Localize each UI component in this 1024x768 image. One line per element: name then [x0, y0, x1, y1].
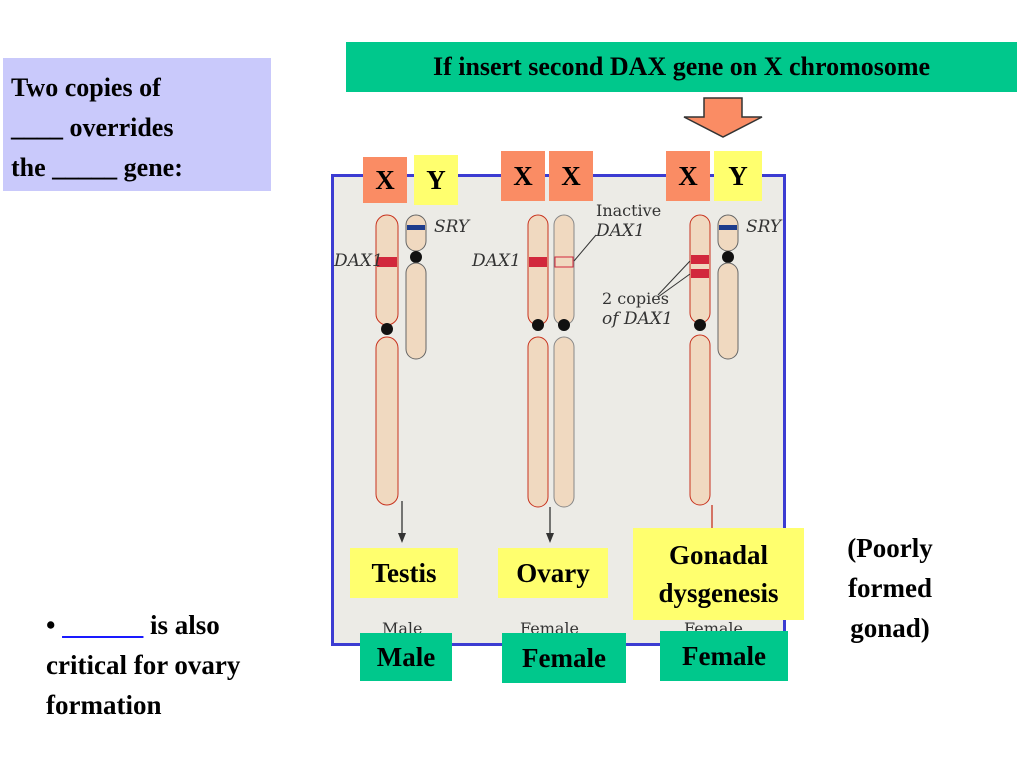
sry-label-2: SRY	[746, 217, 782, 237]
bullet-line-1: • ______ is also	[46, 605, 306, 645]
chromosome-x-male	[375, 214, 399, 506]
chromosome-label-y-2: Y	[714, 151, 762, 201]
bullet-mark: •	[46, 610, 56, 640]
female-box-2: Female	[660, 631, 788, 681]
chromosome-x-female-1	[527, 214, 549, 508]
gonadal-dysgenesis-box: Gonadal dysgenesis	[633, 528, 804, 620]
chromosome-y-male	[405, 214, 427, 360]
dysgenesis-line-1: Gonadal	[668, 540, 769, 570]
bullet-line-3: formation	[46, 690, 162, 720]
chromosome-label-x-2: X	[501, 151, 545, 201]
copies-label-2: of DAX1	[602, 309, 673, 329]
sry-label-1: SRY	[434, 217, 470, 237]
down-arrow-icon	[683, 97, 763, 138]
arrow-head-2	[546, 533, 554, 543]
note-line-2: formed	[848, 573, 932, 603]
ovary-box: Ovary	[498, 548, 608, 598]
inactive-pointer	[573, 234, 597, 262]
chromosome-label-x-1: X	[363, 157, 407, 203]
copies-pointer-2	[657, 273, 691, 298]
question-line-2: ____ overrides	[11, 113, 174, 142]
question-line-1: Two copies of	[11, 73, 161, 102]
note-line-1: (Poorly	[847, 533, 933, 563]
female-box-1: Female	[502, 633, 626, 683]
chromosome-label-x-3: X	[549, 151, 593, 201]
question-box: Two copies of ____ overrides the _____ g…	[3, 58, 271, 191]
bullet-line-2: critical for ovary	[46, 650, 241, 680]
bullet-blank: ______	[62, 610, 144, 640]
question-line-3: the _____ gene:	[11, 153, 183, 182]
testis-box: Testis	[350, 548, 458, 598]
male-box: Male	[360, 633, 452, 681]
chromosome-label-x-4: X	[666, 151, 710, 201]
dax1-label-mid: DAX1	[472, 251, 521, 271]
inactive-label-2: DAX1	[596, 221, 645, 241]
bullet-rest: is also	[143, 610, 220, 640]
chromosome-figure	[375, 214, 739, 543]
chromosome-label-y-1: Y	[414, 155, 458, 205]
poorly-formed-note: (Poorly formed gonad)	[830, 528, 950, 648]
dax1-label-left: DAX1	[334, 251, 383, 271]
banner: If insert second DAX gene on X chromosom…	[346, 42, 1017, 92]
bullet-point: • ______ is also critical for ovary form…	[46, 605, 306, 725]
copies-label-1: 2 copies	[602, 289, 669, 308]
copies-pointer-1	[657, 260, 691, 296]
dysgenesis-line-2: dysgenesis	[658, 578, 779, 608]
chromosome-x-dysgenesis	[689, 214, 711, 506]
chromosome-y-dysgenesis	[717, 214, 739, 360]
inactive-label-1: Inactive	[596, 201, 662, 220]
chromosome-x-female-2	[553, 214, 575, 508]
arrow-head-1	[398, 533, 406, 543]
note-line-3: gonad)	[850, 613, 930, 643]
